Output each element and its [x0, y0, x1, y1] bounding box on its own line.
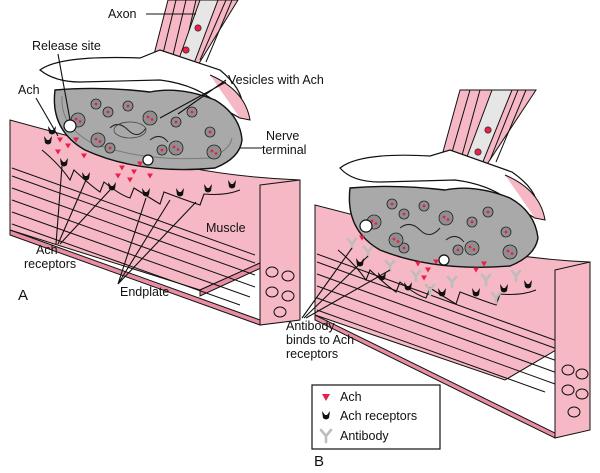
label-antibody-3: receptors	[286, 347, 338, 361]
muscle-nuclei-b	[561, 364, 589, 418]
legend-label-ach: Ach	[340, 390, 362, 404]
label-ach-receptors-1: Ach	[36, 243, 58, 257]
label-muscle: Muscle	[206, 221, 246, 235]
label-panel-b: B	[314, 453, 324, 470]
ach-triangle-icon	[322, 394, 330, 401]
label-ach-receptors-2: receptors	[24, 257, 76, 271]
muscle-striations-a	[11, 167, 256, 306]
label-ach: Ach	[18, 83, 40, 97]
panel-b	[314, 89, 591, 439]
label-release-site: Release site	[32, 39, 101, 53]
muscle-nuclei-a	[265, 266, 295, 318]
ach-receptor-icon	[322, 411, 330, 420]
labels: Axon Release site Ach Vesicles with Ach …	[18, 7, 391, 470]
endplate-a	[41, 126, 241, 206]
label-antibody-1: Antibody	[286, 319, 335, 333]
legend-label-antibody: Antibody	[340, 429, 389, 443]
legend-box	[311, 384, 441, 450]
panel-a	[9, 0, 301, 326]
label-endplate: Endplate	[120, 285, 169, 299]
legend-label-receptors: Ach receptors	[340, 409, 417, 423]
label-nerve-terminal-1: Nerve	[266, 129, 299, 143]
nerve-terminal-b	[339, 149, 546, 268]
label-vesicles: Vesicles with Ach	[228, 73, 324, 87]
label-axon: Axon	[108, 7, 137, 21]
endplate-b	[337, 235, 537, 306]
legend-item-antibody: Antibody	[319, 428, 389, 444]
label-nerve-terminal-2: terminal	[262, 143, 306, 157]
legend-item-ach: Ach	[322, 390, 362, 404]
legend: Ach Ach receptors Antibody	[311, 384, 441, 450]
legend-item-receptors: Ach receptors	[322, 409, 417, 423]
release-site-a	[63, 119, 77, 133]
muscle-fiber-a	[9, 119, 301, 326]
nerve-terminal-a	[39, 49, 251, 171]
label-antibody-2: binds to Ach	[286, 333, 354, 347]
antibody-icon	[319, 428, 333, 444]
label-panel-a: A	[18, 287, 28, 304]
